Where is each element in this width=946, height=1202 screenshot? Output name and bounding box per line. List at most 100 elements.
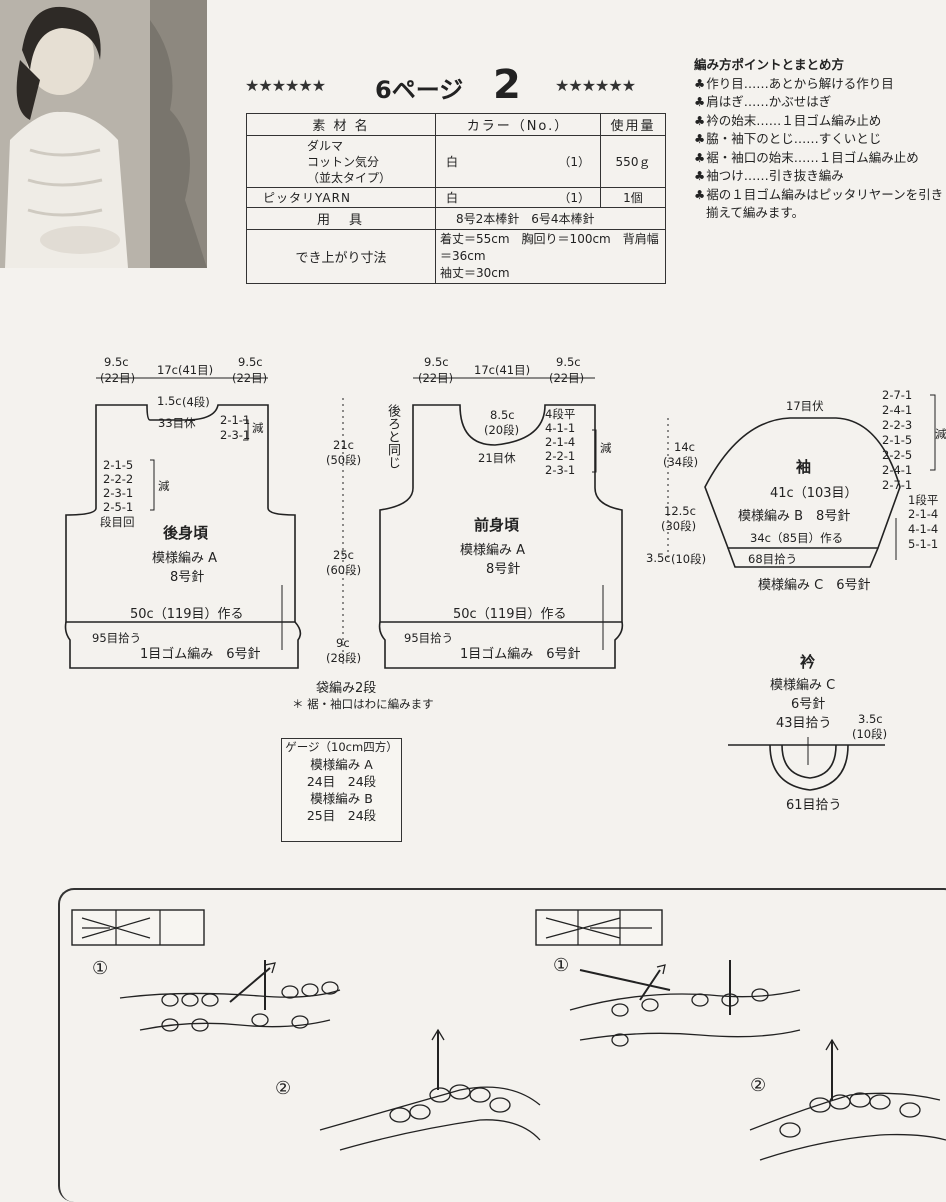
stars-left: ★★★★★★ (245, 76, 326, 95)
collar-hb: (10段) (852, 727, 888, 741)
front-neck-dec: 2-2-1 (545, 449, 576, 463)
back-arm-label: 減 (158, 479, 170, 493)
back-body-outline (65, 404, 296, 623)
front-body-outline (379, 404, 623, 623)
back-needle: 8号針 (170, 570, 205, 585)
sleeve-rib: 模様編み C 6号針 (758, 578, 871, 593)
back-top-w2: 9.5c (238, 355, 263, 369)
center-h2: 25c (333, 548, 354, 562)
sleeve-width: 41c（103目） (770, 486, 858, 501)
sleeve-dec: 2-2-5 (882, 448, 913, 462)
sleeve-top-rest: 17目伏 (786, 399, 824, 413)
back-arm-foot: 段目回 (100, 515, 135, 529)
collar-needle: 6号針 (791, 697, 826, 712)
front-cast-on: 50c（119目）作る (453, 607, 567, 622)
back-name: 後身頃 (163, 524, 209, 542)
sleeve-h2: 12.5c (664, 504, 696, 518)
step-2-label: ② (750, 1075, 767, 1096)
front-neck-dec: 2-1-4 (545, 435, 576, 449)
pattern-diagram (64, 377, 936, 791)
sleeve-inc: 1段平 (908, 493, 939, 507)
note-item: 衿の始末……１目ゴム編み止め (694, 112, 946, 131)
front-neck-dec: 2-3-1 (545, 463, 576, 477)
material-no: （1） (495, 135, 601, 188)
back-arm-dec: 2-1-5 (103, 458, 134, 472)
stars-right: ★★★★★★ (555, 76, 636, 95)
note-item: 脇・袖下のとじ……すくいとじ (694, 130, 946, 149)
sleeve-dec: 2-7-1 (882, 478, 913, 492)
back-shoulder-label: 減 (252, 421, 264, 435)
front-neck-dec: 4-1-1 (545, 421, 576, 435)
front-top-w1: 9.5c (424, 355, 449, 369)
collar-inner (781, 744, 837, 779)
knit-illustration-1 (119, 960, 341, 1032)
gauge-a-label: 模様編み A (310, 757, 373, 772)
sleeve-h1b: (34段) (663, 455, 699, 469)
collar-name: 衿 (800, 653, 816, 671)
col-color: カラー（No.） (435, 113, 601, 136)
front-name: 前身頃 (474, 516, 520, 534)
front-neck1b: (20段) (484, 423, 520, 437)
knit-illustration-4 (749, 1038, 946, 1161)
knit-illustration-3 (569, 960, 801, 1047)
back-arm-dec: 2-3-1 (103, 486, 134, 500)
front-neck-rest: 21目休 (478, 451, 516, 465)
sleeve-dec: 2-1-5 (882, 433, 913, 447)
back-cast-on: 50c（119目）作る (130, 607, 244, 622)
center-note: ＊ 裾・袖口はわに編みます (292, 697, 434, 711)
gauge-box: ゲージ（10cm四方） 模様編み A 24目 24段 模様編み B 25目 24… (281, 738, 402, 842)
front-top-w2: 9.5c (556, 355, 581, 369)
material-name: ピッタリYARN (246, 187, 436, 208)
note-item: 袖つけ……引き抜き編み (694, 167, 946, 186)
collar-pick1: 43目拾う (776, 716, 832, 731)
back-neck1: 1.5c (157, 394, 182, 408)
knitting-notes: 編み方ポイントとまとめ方 作り目……あとから解ける作り目 肩はぎ……かぶせはぎ … (694, 56, 946, 223)
sleeve-h3b: (10段) (671, 552, 707, 566)
center-h2b: (60段) (326, 563, 362, 577)
page-title: ★★★★★★ 6ページ 2 ★★★★★★ (245, 62, 665, 108)
gauge-title: ゲージ（10cm四方） (285, 740, 398, 754)
center-bag: 袋編み2段 (316, 681, 377, 696)
center-h3b: (28段) (326, 651, 362, 665)
note-item: 裾の１目ゴム編みはピッタリヤーンを引き (694, 186, 946, 205)
sleeve-rib-outline (727, 547, 879, 568)
material-no: （1） (495, 187, 601, 208)
front-top-mid: 17c(41目) (474, 363, 531, 377)
page-number: 2 (493, 62, 521, 108)
front-dec-label: 減 (600, 441, 612, 455)
sleeve-dec: 2-4-1 (882, 403, 913, 417)
sleeve-outline (704, 417, 901, 549)
size-value-2: 袖丈＝30cm (440, 266, 510, 280)
back-pattern: 模様編み A (152, 551, 218, 566)
collar-pattern: 模様編み C (770, 678, 836, 693)
material-color: 白 (434, 135, 496, 188)
bracket (243, 419, 249, 441)
bracket (930, 394, 936, 471)
knit-illustration-2 (319, 1028, 541, 1151)
sleeve-inc: 2-1-4 (908, 507, 939, 521)
front-neck1: 8.5c (490, 408, 515, 422)
back-rib: 1目ゴム編み 6号針 (140, 647, 261, 662)
stitch-technique-frame (58, 888, 946, 1202)
back-pick-up: 95目拾う (92, 631, 142, 645)
bracket (150, 459, 155, 511)
gauge-b-value: 25目 24段 (306, 808, 377, 823)
step-1-label: ① (92, 958, 109, 979)
sleeve-inc: 5-1-1 (908, 537, 939, 551)
back-rib-outline (64, 621, 302, 669)
back-top-mid: 17c(41目) (157, 363, 214, 377)
sleeve-pattern: 模様編み B 8号針 (738, 509, 851, 524)
back-top-w2b: (22目) (232, 371, 268, 385)
back-shoulder-dec: 2-1-1 (220, 413, 251, 427)
front-needle: 8号針 (486, 562, 521, 577)
front-pattern: 模様編み A (460, 543, 526, 558)
materials-table: 素 材 名 カラー（No.） 使用量 ダルマ コットン気分 （並太タイプ） 白 … (246, 113, 666, 284)
back-shoulder-dec: 2-3-1 (220, 428, 251, 442)
note-item: 作り目……あとから解ける作り目 (694, 75, 946, 94)
front-rib-outline (378, 621, 624, 669)
page-label: 6ページ (375, 76, 464, 104)
collar-pick2: 61目拾う (786, 798, 842, 813)
sleeve-h2b: (30段) (661, 519, 697, 533)
sleeve-h3: 3.5c (646, 551, 671, 565)
front-same-as-back: 後ろと同じ (385, 404, 400, 469)
